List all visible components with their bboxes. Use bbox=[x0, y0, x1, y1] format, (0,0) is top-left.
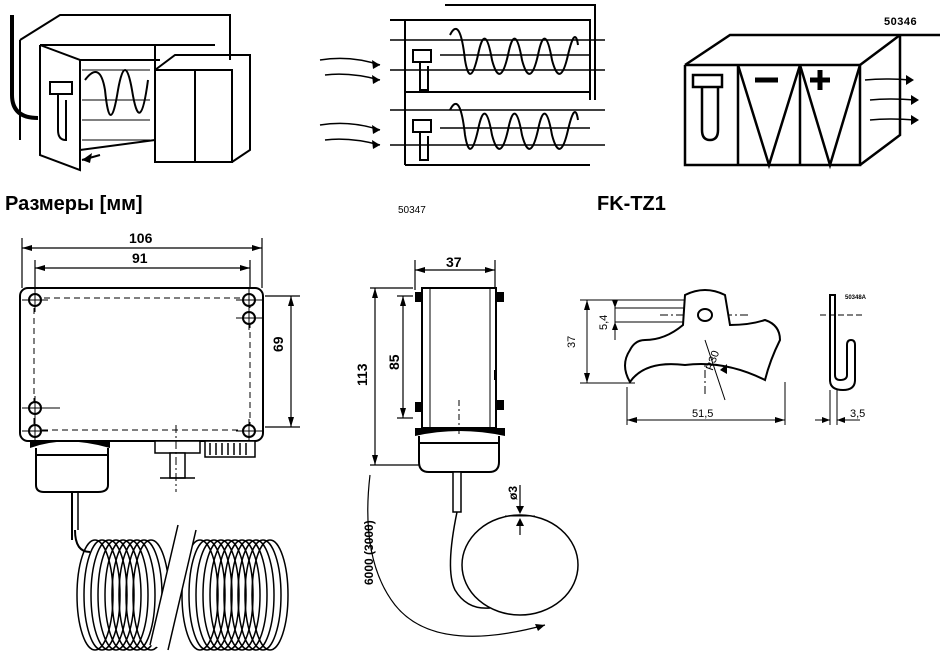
dim-depth: 37 bbox=[446, 254, 462, 270]
dim-capillary-diameter: ø3 bbox=[506, 485, 520, 500]
dim-capillary-length: 6000 (3000) bbox=[362, 520, 376, 585]
dim-bracket-thickness: 3,5 bbox=[850, 408, 866, 420]
illustration-coil-rack bbox=[319, 4, 605, 166]
dim-bracket-width: 51,5 bbox=[692, 408, 714, 420]
drawing-code-50347: 50347 bbox=[398, 205, 426, 216]
drawing-code-50346: 50346 bbox=[884, 16, 918, 28]
illustration-duct-with-coil bbox=[10, 14, 251, 172]
dim-height-overall: 113 bbox=[354, 363, 370, 386]
dim-bracket-hole-offset: 5,4 bbox=[598, 314, 610, 330]
illustration-duct-heat-exchanger bbox=[683, 33, 940, 170]
bracket-drawing bbox=[580, 289, 865, 425]
dim-width-holes: 91 bbox=[132, 250, 148, 266]
model-name: FK-TZ1 bbox=[597, 193, 666, 215]
front-view-drawing bbox=[19, 238, 300, 651]
side-view-drawing bbox=[367, 260, 579, 637]
dim-height-body: 85 bbox=[386, 354, 402, 370]
dimensions-heading: Размеры [мм] bbox=[5, 193, 143, 215]
dim-width-overall: 106 bbox=[129, 230, 153, 246]
dim-bracket-height: 37 bbox=[566, 335, 578, 348]
drawing-code-50348a: 50348A bbox=[845, 295, 867, 301]
dim-height-holes: 69 bbox=[270, 336, 286, 352]
